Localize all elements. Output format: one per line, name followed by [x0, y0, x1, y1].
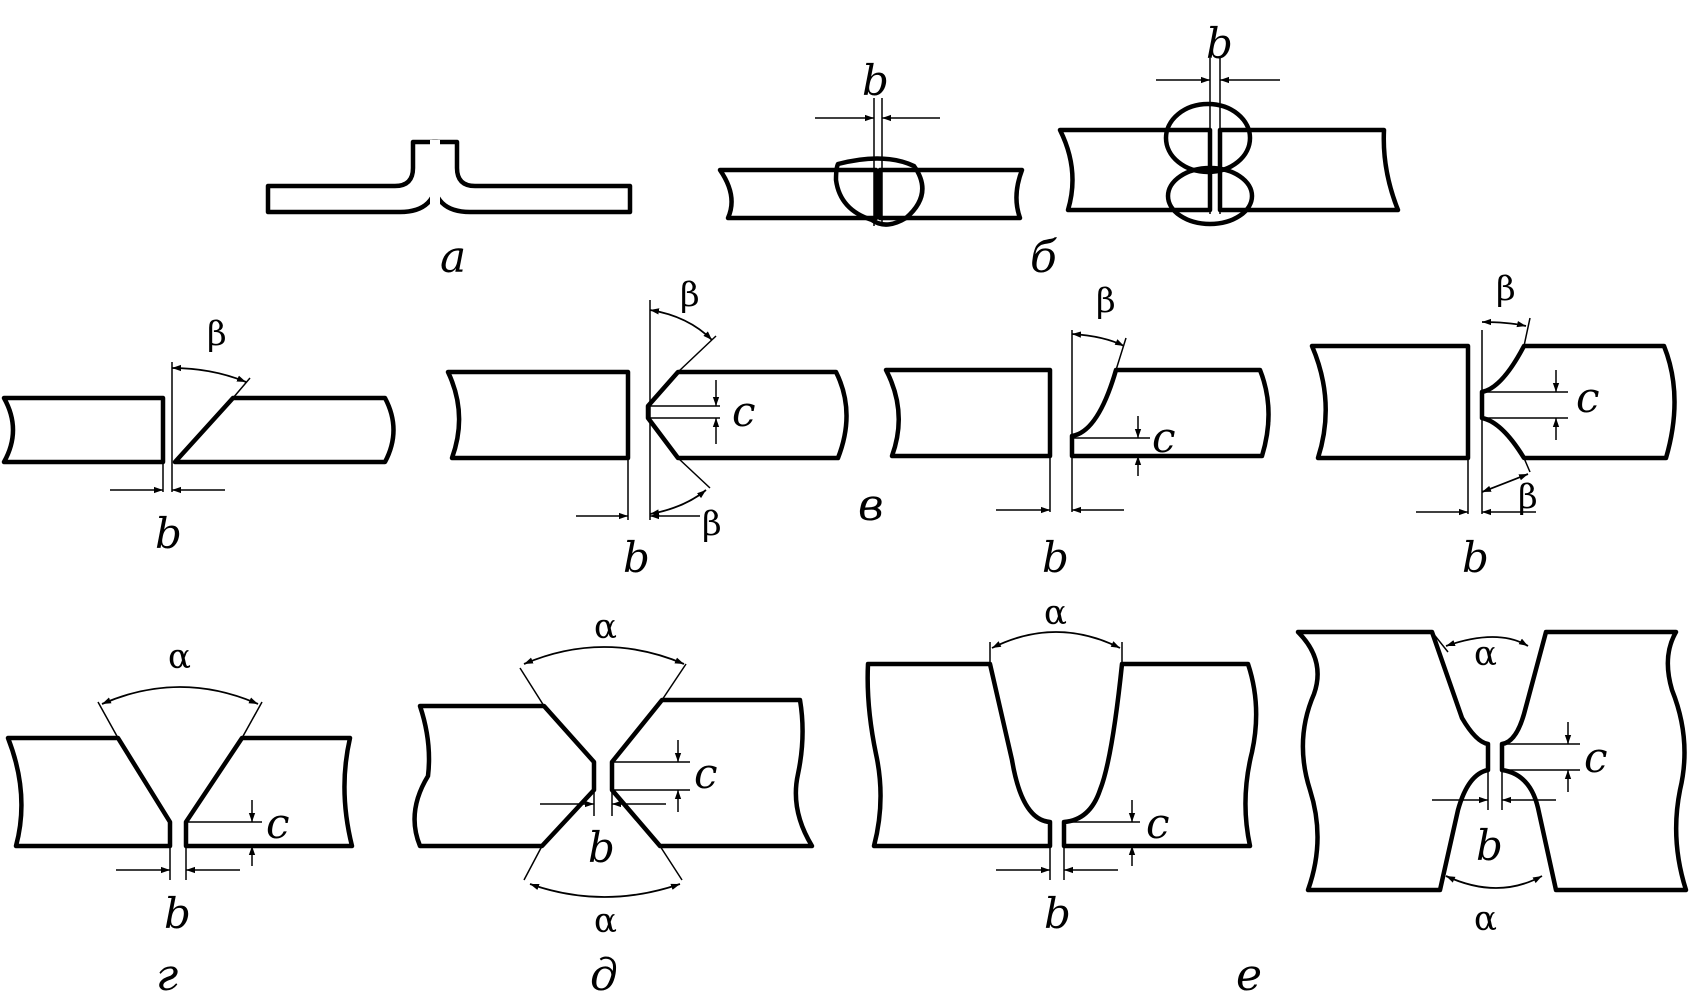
plate-right: [1479, 343, 1677, 461]
groove-label-top: α: [1474, 634, 1497, 674]
plate-right: [172, 395, 396, 465]
caption-g: г: [156, 950, 178, 1001]
plate-right: [609, 697, 815, 849]
bevel-label: β: [207, 314, 227, 354]
joint-v3-j-bevel: β c b: [883, 281, 1271, 582]
joint-v1-bevel: β b: [1, 314, 396, 558]
plate-left: [1, 395, 166, 465]
plate-right: [1061, 661, 1259, 849]
caption-a: а: [440, 232, 466, 283]
bevel-label-bottom: β: [1518, 477, 1538, 517]
plate-right: [430, 139, 633, 215]
root-label: c: [1146, 799, 1170, 848]
joint-e-u-groove: α c b: [865, 593, 1259, 938]
gap-label: b: [1042, 533, 1069, 582]
gap-label: b: [164, 889, 191, 938]
bevel-label-top: β: [680, 275, 700, 315]
plate-right: [1069, 367, 1271, 459]
caption-v: в: [858, 480, 884, 531]
root-label: c: [694, 749, 718, 798]
plate-left: [5, 735, 173, 849]
plate-left: [265, 139, 440, 215]
root-label: c: [1152, 413, 1176, 462]
plate-right: [1217, 127, 1401, 213]
caption-b: б: [1030, 232, 1057, 283]
weld-bead-top: [1163, 101, 1253, 175]
joint-d-x-groove: α α c b: [412, 607, 815, 941]
joint-b-single: b: [717, 56, 1025, 227]
root-label: c: [732, 387, 756, 436]
groove-label: α: [1044, 593, 1067, 633]
plate-left: [1295, 629, 1491, 893]
plate-right: [645, 369, 849, 461]
gap-label: b: [1044, 889, 1071, 938]
groove-label-bottom: α: [1474, 899, 1497, 939]
caption-d: д: [590, 950, 618, 1001]
gap-b-label: b: [1206, 19, 1233, 68]
gap: [430, 140, 440, 214]
plate-right: [1499, 629, 1689, 893]
groove-label-top: α: [594, 607, 617, 647]
root-label: c: [1584, 733, 1608, 782]
gap-b-label: b: [862, 56, 889, 105]
joint-b-double: b: [1057, 19, 1401, 227]
plate-left: [883, 367, 1053, 459]
gap-label: b: [155, 509, 182, 558]
gap-label: b: [1476, 821, 1503, 870]
joint-v2-k-bevel: β β c b: [445, 275, 849, 582]
plate-left: [412, 703, 597, 849]
groove-label: α: [168, 637, 191, 677]
bevel-label: β: [1096, 281, 1116, 321]
groove-label-bottom: α: [594, 901, 617, 941]
weld-bead: [833, 156, 925, 227]
plate-left: [1057, 127, 1213, 213]
bevel-label-bottom: β: [702, 504, 722, 544]
joint-a-flanged: [265, 139, 633, 215]
plate-right: [183, 735, 355, 849]
root-label: c: [266, 799, 290, 848]
joint-g-v-groove: α c b: [5, 637, 355, 938]
plate-left: [445, 369, 631, 461]
bevel-label-top: β: [1496, 269, 1516, 309]
gap-label: b: [623, 533, 650, 582]
root-label: c: [1576, 373, 1600, 422]
joint-v4-double-j-bevel: β β c b: [1309, 269, 1677, 582]
gap-label: b: [1462, 533, 1489, 582]
caption-e: е: [1236, 950, 1262, 1001]
gap-label: b: [588, 823, 615, 872]
plate-left: [1309, 343, 1471, 461]
plate-right: [877, 167, 1025, 221]
joint-e-double-u-groove: α α c b: [1295, 629, 1689, 939]
plate-left: [865, 661, 1053, 849]
